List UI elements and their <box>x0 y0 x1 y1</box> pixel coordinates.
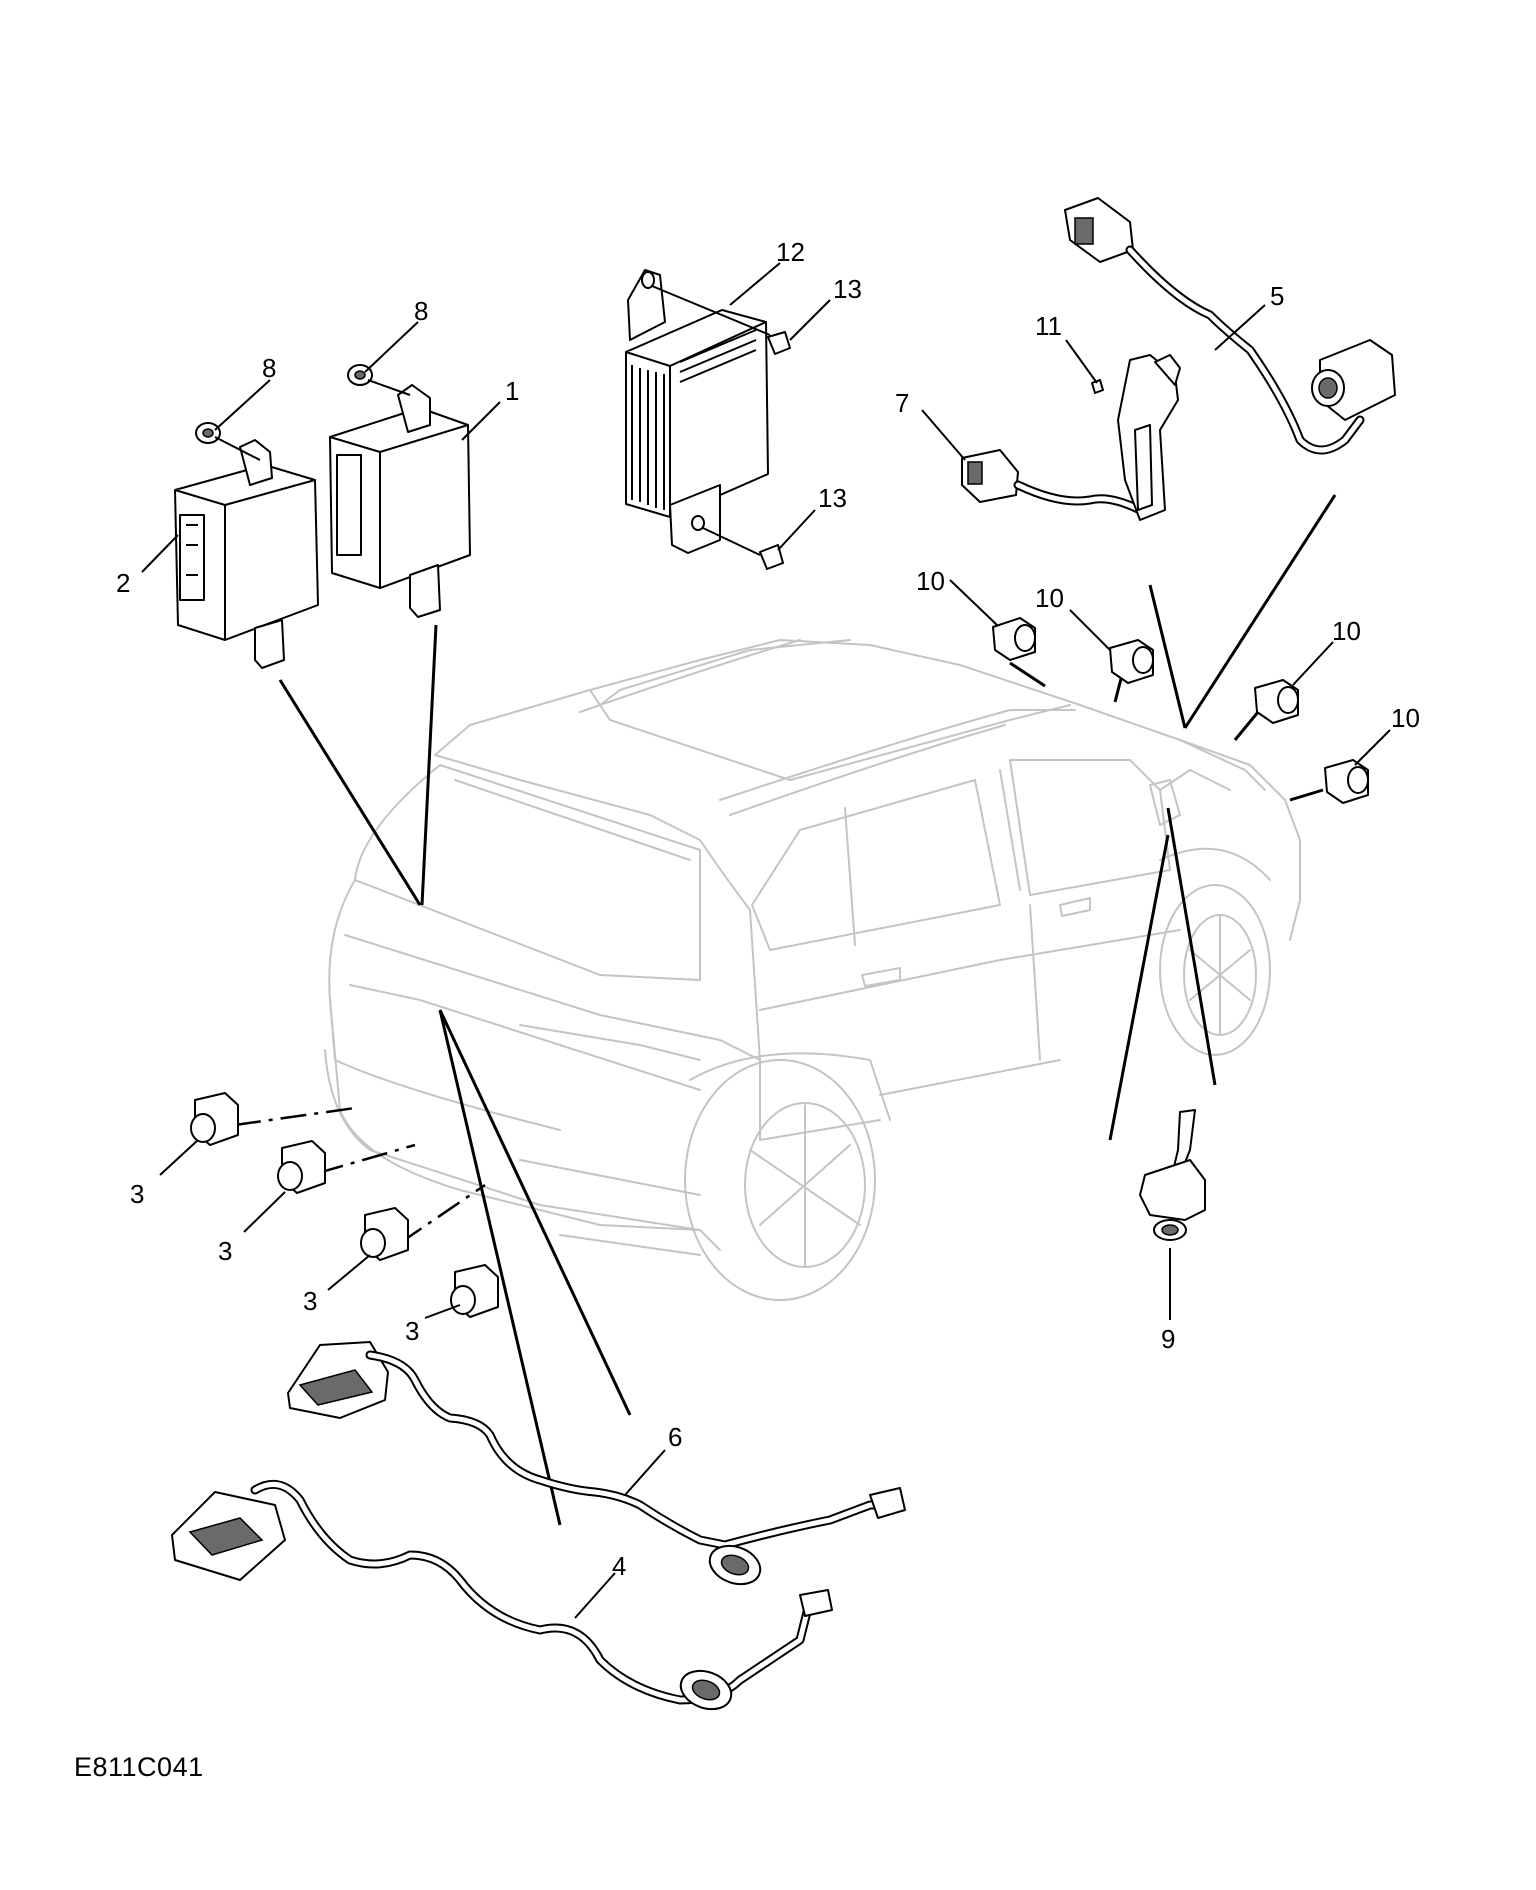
bolt-part-13 <box>759 331 791 570</box>
bracket-part-11 <box>1091 354 1181 521</box>
callout-10: 10 <box>1391 703 1420 733</box>
callout-3: 3 <box>405 1316 419 1346</box>
callout-2: 2 <box>116 568 130 598</box>
sensor-part-7 <box>961 449 1145 515</box>
camera-part-5 <box>1064 197 1396 455</box>
callout-3: 3 <box>130 1179 144 1209</box>
callout-10: 10 <box>1332 616 1361 646</box>
callout-12: 12 <box>776 237 805 267</box>
callout-8: 8 <box>262 353 276 383</box>
camera-part-9 <box>1139 1109 1206 1241</box>
callout-3: 3 <box>218 1236 232 1266</box>
callout-5: 5 <box>1270 281 1284 311</box>
callout-9: 9 <box>1161 1324 1175 1354</box>
module-part-1 <box>329 384 471 618</box>
callout-11: 11 <box>1035 311 1062 341</box>
vehicle-outline <box>324 639 1301 1301</box>
module-part-2 <box>174 439 319 669</box>
figure-reference-code: E811C041 <box>74 1752 204 1782</box>
callout-labels: 1 2 3 3 3 3 4 5 6 7 8 8 9 10 10 10 10 11… <box>116 237 1420 1581</box>
vehicle-leader-lines <box>234 494 1337 1526</box>
callout-6: 6 <box>668 1422 682 1452</box>
sensor-part-10 <box>992 617 1369 804</box>
parking-sensor-part-3 <box>190 1092 499 1318</box>
callout-13: 13 <box>833 274 862 304</box>
nut-part-8 <box>195 364 411 461</box>
callout-4: 4 <box>612 1551 626 1581</box>
callout-7: 7 <box>895 388 909 418</box>
callout-8: 8 <box>414 296 428 326</box>
callout-3: 3 <box>303 1286 317 1316</box>
rear-camera-part-6 <box>287 1341 906 1586</box>
rear-camera-part-4 <box>171 1479 833 1711</box>
callout-10: 10 <box>916 566 945 596</box>
callout-leaders <box>141 262 1391 1619</box>
ecu-part-12 <box>625 269 771 556</box>
callout-10: 10 <box>1035 583 1064 613</box>
callout-1: 1 <box>505 376 519 406</box>
callout-13: 13 <box>818 483 847 513</box>
